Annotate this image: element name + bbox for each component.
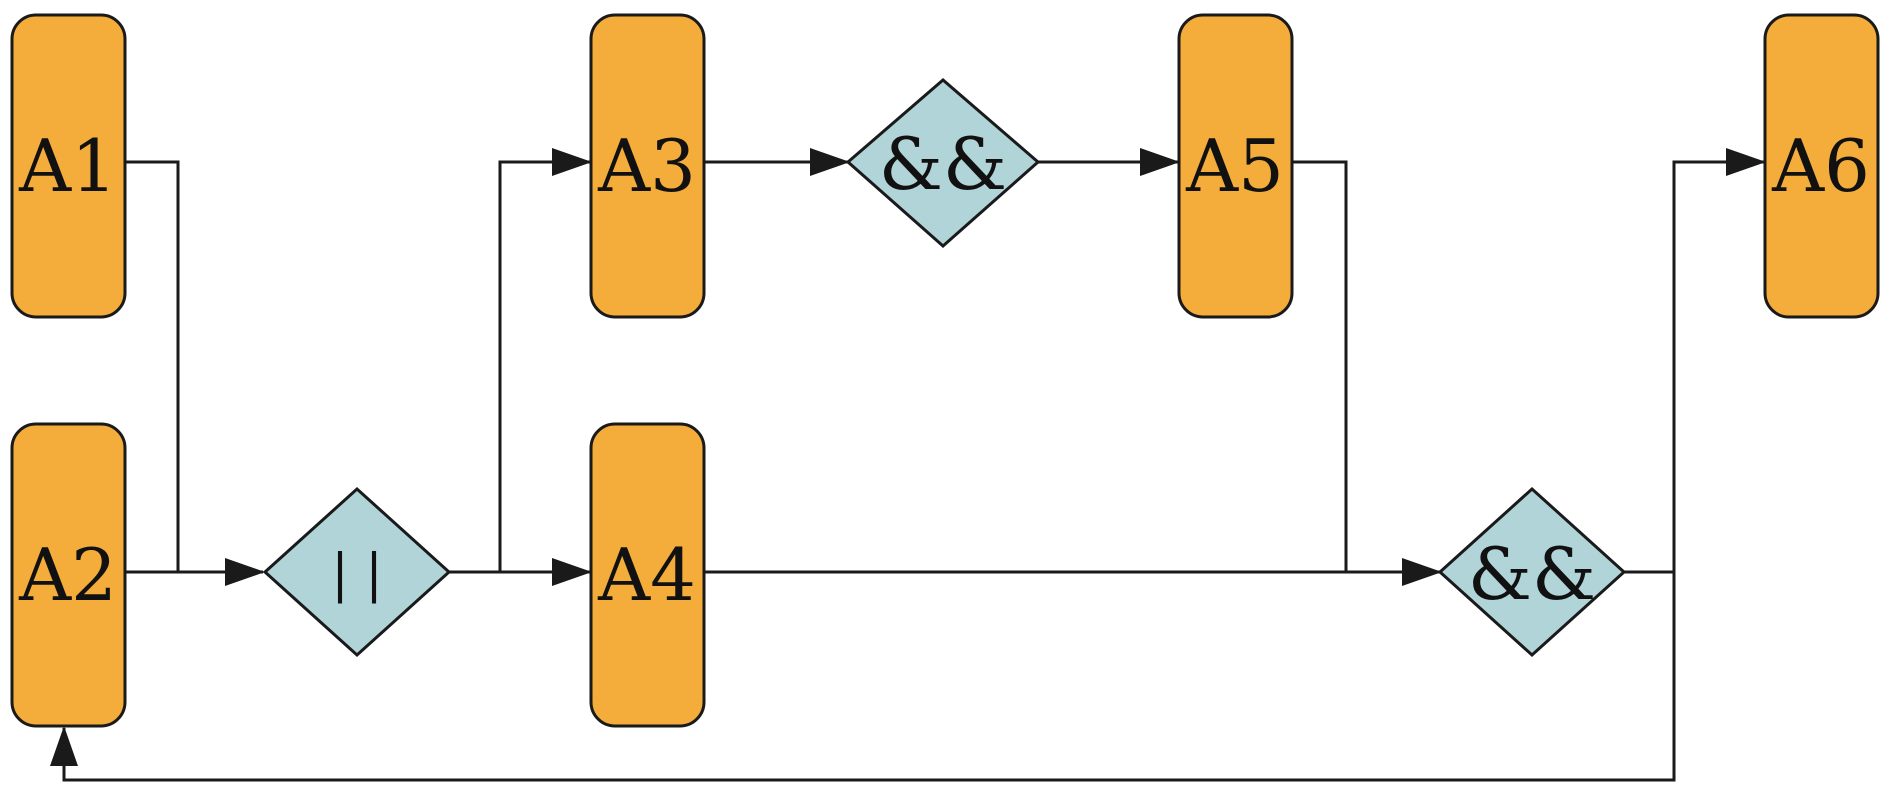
node-a5-box: [1177, 13, 1294, 319]
node-a3[interactable]: A3: [589, 13, 706, 319]
edge-or-to-a3: [498, 148, 592, 572]
node-a6-box: [1763, 13, 1880, 319]
node-a5[interactable]: A5: [1177, 13, 1294, 319]
node-a4-label: A4: [597, 533, 696, 617]
gate-and-2[interactable]: &&: [1437, 486, 1627, 658]
gate-and-1-diamond: [845, 78, 1041, 249]
node-a3-label: A3: [597, 124, 696, 208]
node-a1[interactable]: A1: [10, 13, 127, 319]
edge-and2-to-a6: [1624, 148, 1766, 574]
node-a3-box: [589, 13, 706, 319]
gate-and-2-diamond: [1437, 486, 1627, 658]
gate-or-diamond: [262, 486, 452, 658]
gate-or[interactable]: | |: [262, 486, 452, 658]
gate-and-2-label: &&: [1468, 532, 1596, 616]
gate-or-label: | |: [331, 544, 383, 604]
node-a1-label: A1: [18, 124, 117, 208]
node-a1-box: [10, 13, 127, 319]
node-a4-box: [589, 422, 706, 728]
edge-loop-to-a2: [50, 572, 1676, 782]
node-a5-label: A5: [1185, 124, 1284, 208]
edge-a1-to-or: [126, 160, 180, 572]
node-a2-label: A2: [18, 533, 117, 617]
gate-and-1[interactable]: &&: [845, 78, 1041, 249]
node-a4[interactable]: A4: [589, 422, 706, 728]
edge-a5-to-and2: [1292, 160, 1348, 572]
edges: [50, 148, 1766, 782]
gate-and-1-label: &&: [879, 122, 1007, 206]
node-a2[interactable]: A2: [10, 422, 127, 728]
node-a6[interactable]: A6: [1763, 13, 1880, 319]
node-a6-label: A6: [1771, 124, 1870, 208]
node-a2-box: [10, 422, 127, 728]
